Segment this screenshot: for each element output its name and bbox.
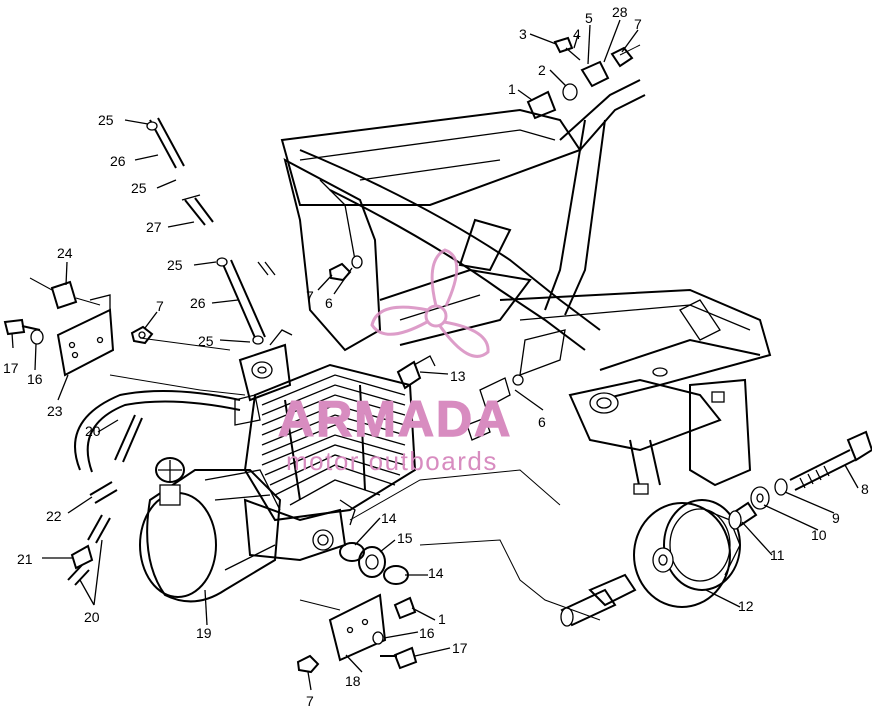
callout-27: 27: [146, 219, 162, 235]
engine-assembly: [139, 329, 417, 603]
callout-5: 5: [585, 10, 593, 26]
callout-14b: 14: [428, 565, 444, 581]
callout-9: 9: [832, 510, 840, 526]
callout-7b: 7: [634, 16, 642, 32]
callout-16a: 16: [27, 371, 43, 387]
callout-6a: 6: [325, 295, 333, 311]
fuel-hoses: [67, 117, 276, 586]
watermark-propeller-icon: [370, 248, 490, 358]
assembly-guide-lines: [109, 337, 601, 621]
callout-25b: 25: [131, 180, 147, 196]
front-mount-bracket: [56, 294, 115, 377]
callout-26a: 26: [110, 153, 126, 169]
callout-2: 2: [538, 62, 546, 78]
fasteners: [3, 36, 641, 674]
callout-8: 8: [861, 481, 869, 497]
watermark-tagline: motor outboards: [286, 446, 498, 476]
callout-11: 11: [770, 547, 785, 563]
callout-20a: 20: [85, 423, 101, 439]
callout-24: 24: [57, 245, 73, 261]
callout-3: 3: [519, 26, 527, 42]
callout-numbers: 25 26 25 27 25 26 25 24 7 17 16 23 3 4 5…: [3, 4, 869, 709]
callout-7d: 7: [306, 693, 314, 709]
callout-14a: 14: [381, 510, 397, 526]
callout-21: 21: [17, 551, 33, 567]
leader-lines: [11, 19, 859, 691]
callout-28: 28: [612, 4, 628, 20]
callout-18: 18: [345, 673, 361, 689]
callout-15: 15: [397, 530, 413, 546]
callout-13: 13: [450, 368, 466, 384]
callout-23: 23: [47, 403, 63, 419]
callout-10: 10: [811, 527, 827, 543]
callout-22: 22: [46, 508, 62, 524]
watermark: ARMADA motor outboards: [277, 248, 512, 476]
chassis-frame: [280, 79, 772, 495]
drive-clutch: [633, 499, 741, 608]
callout-25c: 25: [167, 257, 183, 273]
lower-sleeve: [560, 573, 637, 627]
callout-6b: 6: [538, 414, 546, 430]
callout-4: 4: [573, 26, 581, 42]
callout-26b: 26: [190, 295, 206, 311]
watermark-brand: ARMADA: [278, 391, 512, 447]
callout-19: 19: [196, 625, 212, 641]
callout-25d: 25: [198, 333, 214, 349]
callout-17b: 17: [452, 640, 468, 656]
cylinder-fins: [243, 363, 417, 522]
callout-1a: 1: [508, 81, 516, 97]
callout-7a: 7: [156, 298, 164, 314]
callout-20b: 20: [84, 609, 100, 625]
callout-1b: 1: [438, 611, 446, 627]
callout-7c: 7: [306, 288, 314, 304]
callout-25a: 25: [98, 112, 114, 128]
callout-17a: 17: [3, 360, 19, 376]
axle-bolt-stack: [728, 430, 872, 530]
rear-mount-bracket: [328, 593, 387, 662]
callout-16b: 16: [419, 625, 435, 641]
callout-12: 12: [738, 598, 754, 614]
